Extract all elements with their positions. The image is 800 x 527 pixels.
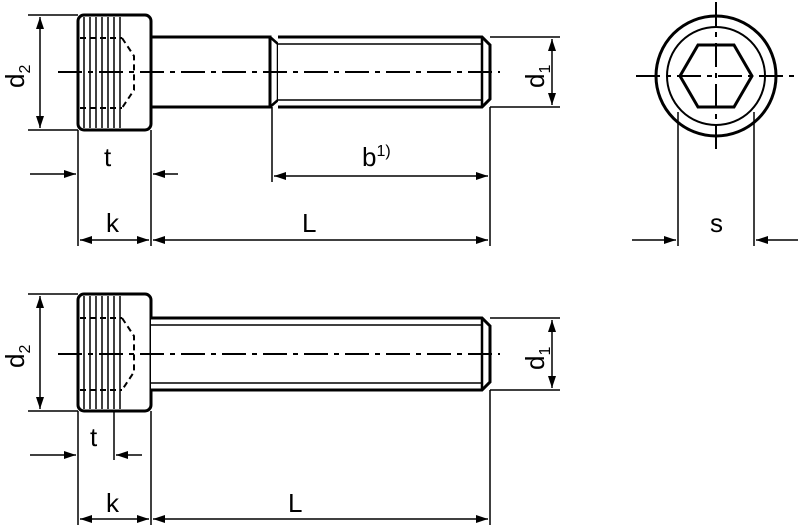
bottom-k-label: k xyxy=(106,488,120,518)
bottom-d1-label: d1 xyxy=(520,347,554,370)
top-view: d2 d1 t b1) k L xyxy=(0,13,560,246)
top-socket-hidden xyxy=(80,37,135,109)
bottom-socket-hidden xyxy=(80,317,135,391)
top-b-label: b1) xyxy=(362,142,391,172)
top-d2-label: d2 xyxy=(0,65,34,88)
top-k-label: k xyxy=(106,208,120,238)
top-t-label: t xyxy=(104,142,112,172)
end-s-label: s xyxy=(710,208,723,238)
bottom-d2-label: d2 xyxy=(0,345,34,368)
bottom-L-label: L xyxy=(288,488,302,518)
bottom-t-label: t xyxy=(90,422,98,452)
top-d1-label: d1 xyxy=(520,65,554,88)
top-L-label: L xyxy=(302,208,316,238)
end-view: s xyxy=(632,2,798,246)
bottom-head-knurl xyxy=(83,296,121,409)
bottom-view: d2 d1 t k L xyxy=(0,292,560,525)
